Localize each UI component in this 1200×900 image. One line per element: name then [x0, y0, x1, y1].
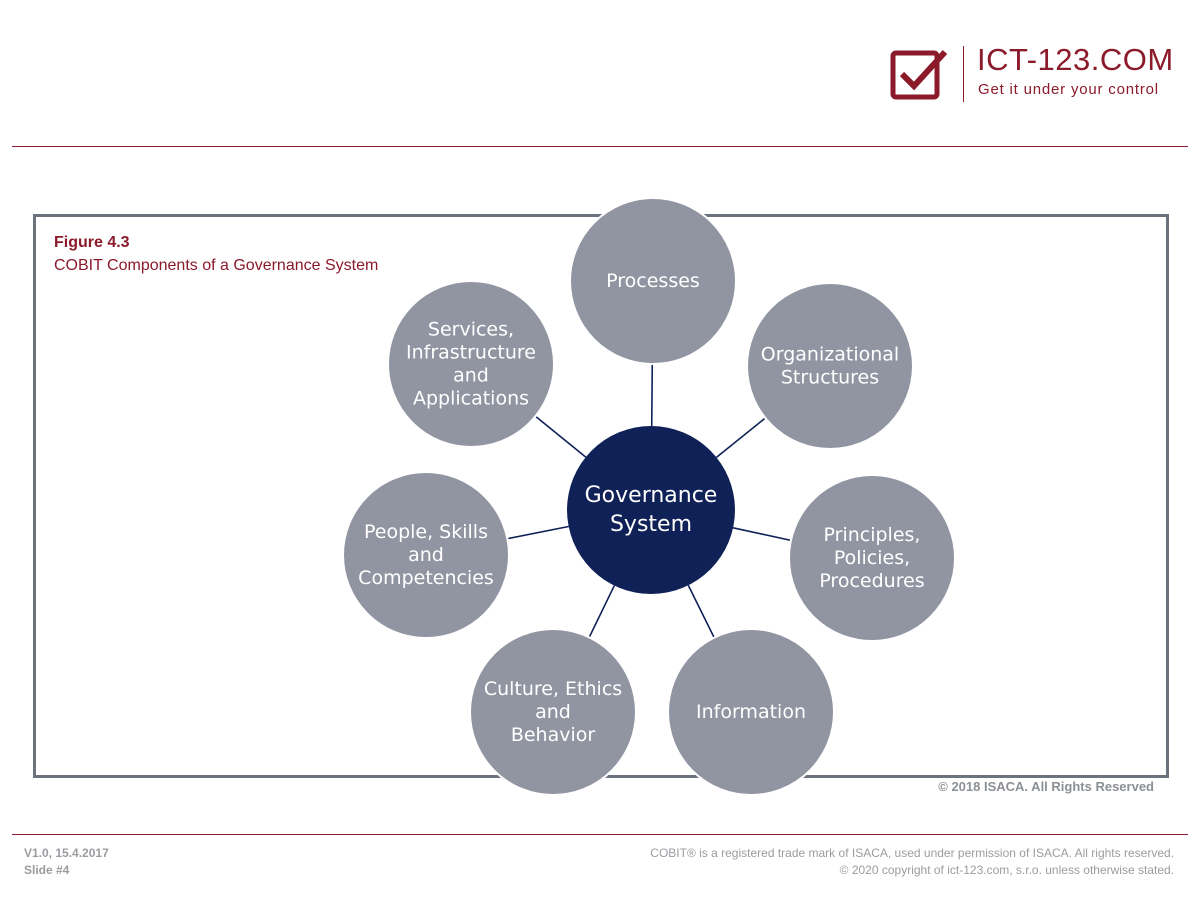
connector-people-skills-competencies: [507, 525, 569, 540]
node-label-line: and: [453, 365, 489, 387]
node-label-line: Competencies: [358, 567, 494, 589]
node-label-line: Structures: [781, 367, 879, 389]
footer-left: V1.0, 15.4.2017 Slide #4: [24, 845, 109, 879]
node-label-line: and: [535, 701, 571, 723]
brand-name: ICT-123.COM: [977, 42, 1174, 77]
connector-services-infrastructure-applications: [534, 415, 587, 458]
node-circle: [342, 471, 510, 639]
connector-processes: [650, 363, 654, 427]
center-circle: [567, 426, 735, 594]
node-label-line: Culture, Ethics: [484, 678, 622, 700]
header-divider: [12, 146, 1188, 147]
node-label-line: Infrastructure: [406, 342, 536, 364]
checkbox-check-icon: [890, 49, 948, 100]
node-label-line: Behavior: [511, 724, 596, 746]
node-label-line: Processes: [606, 270, 700, 292]
node-circle: [746, 282, 914, 450]
node-principles-policies-procedures: Principles,Policies,Procedures: [788, 474, 956, 642]
connector-information: [687, 584, 715, 638]
node-circle: [469, 628, 637, 796]
brand-tagline: Get it under your control: [978, 81, 1159, 98]
figure-copyright: © 2018 ISACA. All Rights Reserved: [938, 779, 1154, 794]
component-nodes: ProcessesOrganizationalStructuresPrincip…: [342, 197, 956, 796]
node-processes: Processes: [569, 197, 737, 365]
node-label-line: Organizational: [761, 344, 899, 366]
connector-organizational-structures: [715, 417, 766, 458]
trademark-notice: COBIT® is a registered trade mark of ISA…: [650, 846, 1174, 860]
node-label-line: Governance: [585, 483, 718, 508]
connectors: [507, 363, 792, 638]
connector-principles-policies-procedures: [732, 527, 792, 542]
node-circle: [569, 197, 737, 365]
node-label-line: System: [610, 512, 692, 537]
connector-culture-ethics-behavior: [588, 585, 616, 638]
node-label-line: Principles,: [824, 524, 921, 546]
node-label-line: Applications: [413, 388, 529, 410]
node-label-line: Services,: [428, 319, 514, 341]
version-label: V1.0, 15.4.2017: [24, 846, 109, 860]
figure-number: Figure 4.3: [54, 234, 130, 251]
node-label-line: Procedures: [819, 570, 924, 592]
node-circle: [667, 628, 835, 796]
node-label-line: and: [408, 544, 444, 566]
footer-right: COBIT® is a registered trade mark of ISA…: [650, 845, 1174, 879]
node-circle: [387, 280, 555, 448]
node-circle: [788, 474, 956, 642]
node-label-line: Policies,: [834, 547, 910, 569]
footer-divider: [12, 834, 1188, 835]
node-label-line: Information: [696, 701, 806, 723]
node-information: Information: [667, 628, 835, 796]
slide-number: Slide #4: [24, 863, 70, 877]
node-label-line: People, Skills: [364, 521, 488, 543]
copyright-notice: © 2020 copyright of ict-123.com, s.r.o. …: [839, 863, 1174, 877]
logo-divider: [963, 46, 964, 102]
figure-title: COBIT Components of a Governance System: [54, 257, 379, 274]
